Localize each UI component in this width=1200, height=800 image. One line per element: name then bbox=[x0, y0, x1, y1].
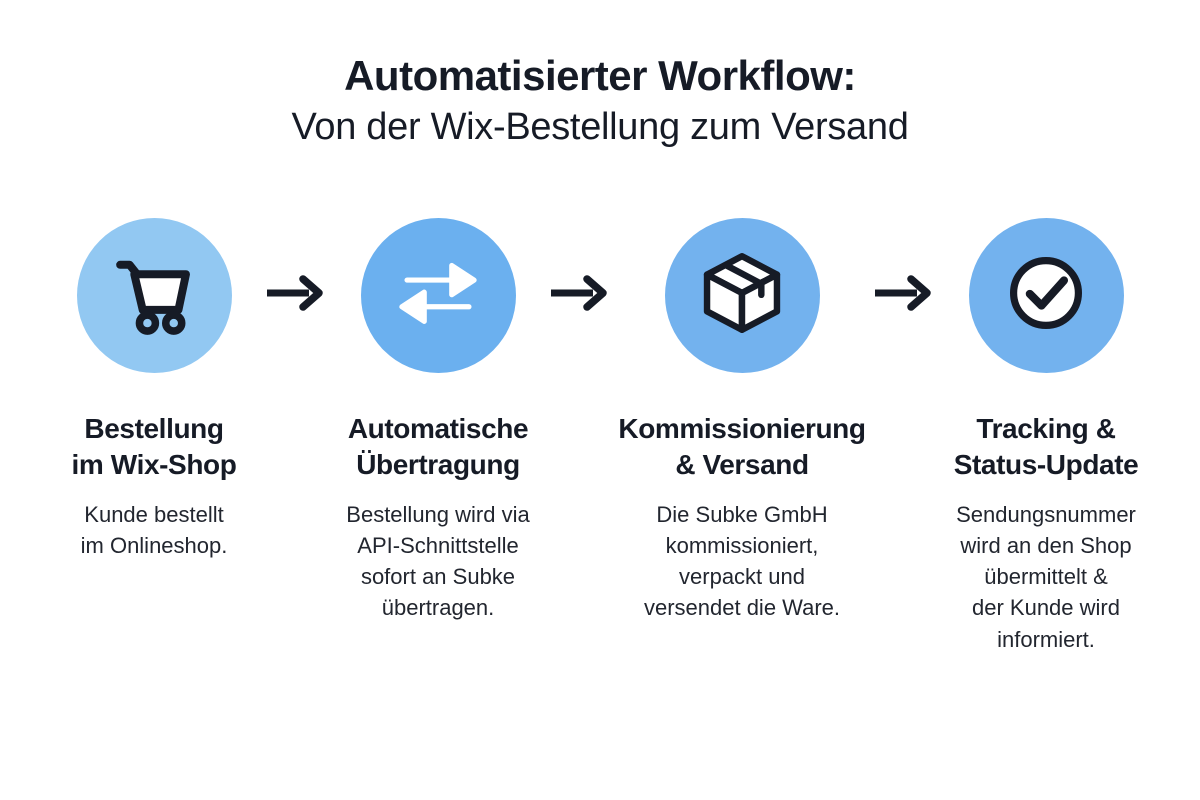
transfer-arrows-icon bbox=[395, 250, 481, 341]
workflow-steps-row: Bestellung im Wix-Shop Kunde bestellt im… bbox=[0, 218, 1200, 655]
package-box-icon bbox=[696, 247, 788, 344]
arrow-right-icon bbox=[873, 273, 935, 318]
step-2-icon-circle bbox=[360, 218, 516, 373]
connector-2 bbox=[545, 218, 615, 373]
check-circle-icon bbox=[1001, 248, 1091, 343]
step-4-icon-circle bbox=[968, 218, 1124, 373]
step-4-description: Sendungsnummer wird an den Shop übermitt… bbox=[956, 501, 1136, 652]
step-2-title: Automatische Übertragung bbox=[347, 413, 529, 480]
connector-3 bbox=[869, 218, 939, 373]
page-subtitle: Von der Wix-Bestellung zum Versand bbox=[291, 106, 909, 149]
shopping-cart-icon bbox=[107, 246, 201, 345]
workflow-step-1: Bestellung im Wix-Shop Kunde bestellt im… bbox=[31, 218, 277, 561]
workflow-step-3: Kommissionierung & Versand Die Subke Gmb… bbox=[599, 218, 885, 624]
arrow-right-icon bbox=[549, 273, 611, 318]
step-3-icon-circle bbox=[664, 218, 820, 373]
connector-1 bbox=[261, 218, 331, 373]
workflow-step-4: Tracking & Status-Update Sendungsnummer … bbox=[923, 218, 1169, 655]
arrow-right-icon bbox=[265, 273, 327, 318]
step-1-description: Kunde bestellt im Onlineshop. bbox=[80, 501, 228, 558]
step-2-description: Bestellung wird via API-Schnittstelle so… bbox=[346, 501, 530, 621]
step-3-description: Die Subke GmbH kommissioniert, verpackt … bbox=[643, 501, 841, 621]
page-title: Automatisierter Workflow: bbox=[344, 52, 856, 99]
workflow-step-2: Automatische Übertragung Bestellung wird… bbox=[315, 218, 561, 624]
step-3-title: Kommissionierung & Versand bbox=[618, 413, 866, 480]
step-1-icon-circle bbox=[76, 218, 232, 373]
title-block: Automatisierter Workflow: Von der Wix-Be… bbox=[0, 0, 1200, 151]
step-4-title: Tracking & Status-Update bbox=[953, 413, 1139, 480]
step-1-title: Bestellung im Wix-Shop bbox=[71, 413, 237, 480]
